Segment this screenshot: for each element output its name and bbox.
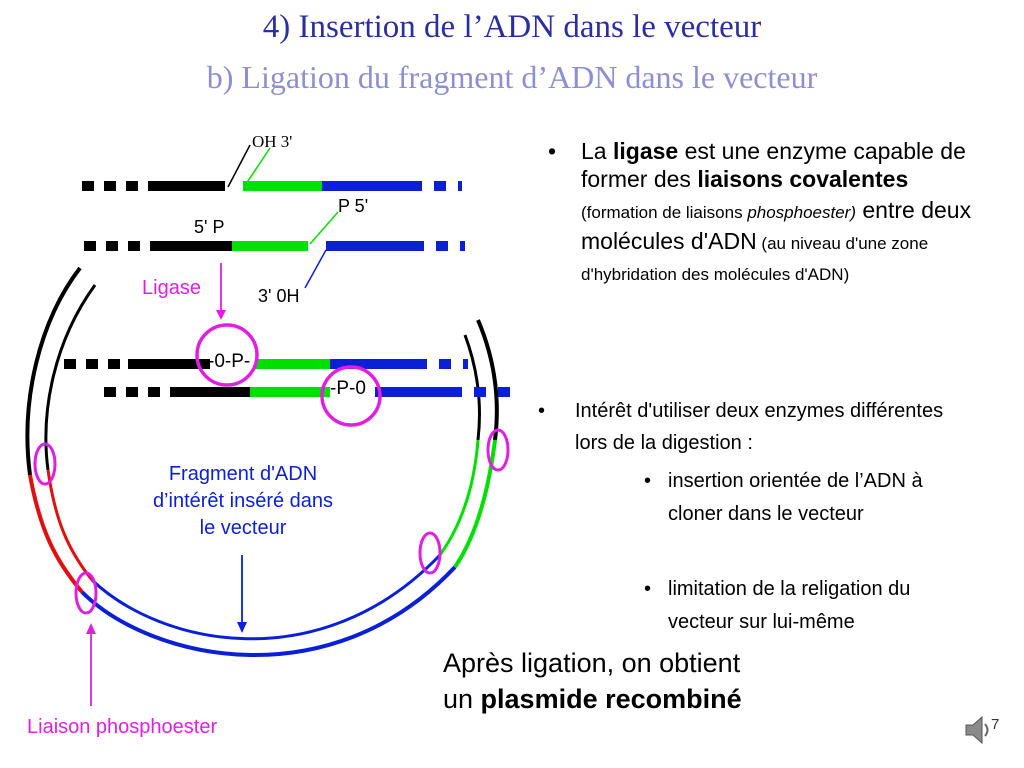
bullet1-text-c: entre deux molécules d'ADN <box>581 197 972 254</box>
label-ligase: Ligase <box>142 277 201 299</box>
phosphoester-ellipse-1 <box>33 442 57 486</box>
label-liaison-phosphoester: Liaison phosphoester <box>27 716 218 738</box>
oh3-leader <box>227 144 251 188</box>
speaker-icon[interactable] <box>963 712 993 748</box>
vector-outer-black-right <box>476 319 499 441</box>
conclusion-line2: un plasmide recombiné <box>443 681 742 717</box>
vector-outer-green <box>453 439 497 569</box>
bullet1-small-b: (au niveau d'une zone d'hybridation des … <box>581 234 929 284</box>
bullet-marker: • <box>538 400 546 422</box>
label-p5-top: P 5' <box>338 196 369 216</box>
bullet1-text-b: est une enzyme capable de former des <box>581 138 966 192</box>
bullet-marker: • <box>644 578 652 600</box>
vector-inner-red <box>46 469 94 581</box>
subbullet1-text: insertion orientée de l’ADN à cloner dan… <box>668 470 923 525</box>
page-number: 7 <box>991 716 1000 733</box>
vector-inner-blue <box>90 553 442 641</box>
label-oh3-bottom: 3' 0H <box>258 286 300 306</box>
bullet1-small-a: (formation de liaisons <box>581 203 748 222</box>
bullet-ligase: • La ligase est une enzyme capable de fo… <box>548 137 988 289</box>
bullet1-bold-liaisons: liaisons covalentes <box>697 166 909 192</box>
label-oh3-top: OH 3' <box>252 132 293 151</box>
phosphoester-ellipse-4 <box>486 428 510 472</box>
conclusion-plain: un <box>443 684 481 714</box>
vector-inner-black <box>44 284 97 471</box>
p5-right-leader <box>309 211 339 245</box>
liaison-arrowhead <box>86 623 96 634</box>
vector-outer-blue <box>80 565 457 657</box>
slide-title: 4) Insertion de l’ADN dans le vecteur <box>262 9 762 45</box>
bullet1-text-a: La <box>581 138 613 164</box>
phosphoester-ellipse-2 <box>74 571 98 615</box>
bullet1-bold-ligase: ligase <box>612 138 679 164</box>
vector-inner-green <box>438 439 480 556</box>
bullet1-italic-phosphoester: phosphoester) <box>747 203 856 222</box>
ligase-arrowhead <box>216 310 226 320</box>
bullet-marker: • <box>548 138 557 164</box>
label-junction-right: -P-0 <box>330 378 366 399</box>
fragment-caption-line1: Fragment d'ADN <box>168 463 318 485</box>
bullet-marker: • <box>644 470 652 492</box>
p5-top-leader <box>243 147 271 188</box>
conclusion-line1: Après ligation, on obtient <box>443 648 741 678</box>
junction-circle-right <box>320 365 382 427</box>
conclusion-bold: plasmide recombiné <box>480 684 742 714</box>
vector-outer-black <box>25 266 82 476</box>
label-p5-left: 5' P <box>194 217 225 237</box>
plasmid-vector <box>25 266 499 657</box>
bullet2-text: Intérêt d'utiliser deux enzymes différen… <box>575 400 944 454</box>
subbullet-religation: • limitation de la religation du vecteur… <box>644 573 954 639</box>
junction-circle-left <box>195 323 259 387</box>
slide-subtitle: b) Ligation du fragment d’ADN dans le ve… <box>206 59 818 95</box>
fragment-caption: Fragment d'ADN d’intérêt inséré dans le … <box>114 461 372 542</box>
subbullet-insertion: • insertion orientée de l’ADN à cloner d… <box>644 465 954 531</box>
subbullet2-text: limitation de la religation du vecteur s… <box>668 578 911 633</box>
fragment-caption-line2: d’intérêt inséré dans <box>152 490 334 512</box>
fragment-caption-line3: le vecteur <box>199 517 287 539</box>
vector-outer-red <box>28 474 84 594</box>
bullet-interet: • Intérêt d'utiliser deux enzymes différ… <box>538 395 958 459</box>
oh3-bottom-leader <box>304 249 327 289</box>
fragment-arrowhead <box>237 622 247 633</box>
label-junction-left: -0-P- <box>208 351 251 372</box>
conclusion: Après ligation, on obtient un plasmide r… <box>443 645 742 717</box>
phosphoester-ellipse-3 <box>418 531 442 575</box>
